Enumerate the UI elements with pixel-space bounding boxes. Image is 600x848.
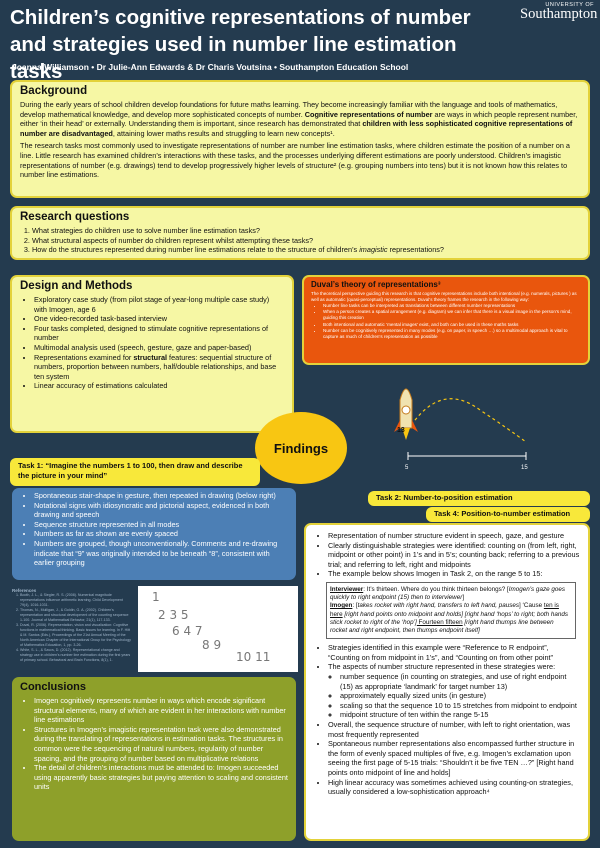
design-methods-section: Design and Methods Exploratory case stud…	[10, 275, 294, 433]
number-line-right-label: 15	[521, 465, 528, 471]
task1-item: Spontaneous stair-shape in gesture, then…	[34, 491, 288, 501]
drawing-row: 6 4 7	[172, 624, 203, 638]
tasks-2-4-item: Strategies identified in this example we…	[328, 643, 580, 662]
duval-section: Duval’s theory of representations³ The t…	[302, 275, 590, 365]
structure-subitem: approximately equally sized units (in ge…	[340, 691, 580, 701]
task1-item: Numbers as far as shown are evenly space…	[34, 529, 288, 539]
duval-item: Number line tasks can be interpreted as …	[323, 303, 581, 309]
background-paragraph-1: During the early years of school childre…	[20, 100, 578, 138]
design-item: Multimodal analysis used (speech, gestur…	[34, 343, 284, 353]
research-question-list: What strategies do children use to solve…	[20, 226, 580, 255]
task1-item: Numbers are grouped, though unconvention…	[34, 539, 288, 568]
research-question-3: How do the structures represented during…	[32, 245, 580, 255]
research-question-2: What structural aspects of number do chi…	[32, 236, 580, 246]
structure-subitem: scaling so that the sequence 10 to 15 st…	[340, 701, 580, 711]
background-heading: Background	[20, 85, 88, 97]
drawing-row: 10 11	[236, 650, 271, 664]
tasks-2-4-list-1: Representation of number structure evide…	[314, 531, 580, 579]
task2-label: Task 2: Number-to-position estimation	[368, 491, 590, 506]
findings-heading: Findings	[273, 440, 329, 456]
task4-label: Task 4: Position-to-number estimation	[426, 507, 590, 522]
tasks-2-4-item: Clearly distinguishable strategies were …	[328, 541, 580, 570]
references-heading: References	[12, 588, 37, 593]
drawing-row: 1	[152, 590, 160, 604]
duval-heading: Duval’s theory of representations³	[311, 280, 441, 289]
tasks-2-4-section: Representation of number structure evide…	[304, 523, 590, 841]
design-item: One video-recorded task-based interview	[34, 314, 284, 324]
drawing-row: 8 9	[202, 638, 222, 652]
child-drawing-image: 1 2 3 5 6 4 7 8 9 10 11	[138, 586, 298, 672]
duval-intro: The theoretical perspective guiding this…	[311, 291, 577, 302]
tasks-2-4-item: High linear accuracy was sometimes achie…	[328, 778, 580, 797]
authors-line: Joanna Williamson • Dr Julie-Ann Edwards…	[12, 62, 409, 72]
rocket-number: 13	[397, 427, 405, 434]
tasks-2-4-item: Representation of number structure evide…	[328, 531, 580, 541]
reference-item: Thomas, N., Mulligan, J., & Goldin, G. A…	[20, 608, 132, 623]
university-logo: UNIVERSITY OF Southampton	[520, 2, 598, 22]
references-section: References Booth, J. L., & Siegler, R. S…	[12, 588, 132, 663]
conclusion-item: Imogen cognitively represents number in …	[34, 696, 288, 725]
tasks-2-4-item: Spontaneous number representations also …	[328, 739, 580, 777]
interview-excerpt: Interviewer: It’s thirteen. Where do you…	[326, 581, 576, 640]
number-line-left-label: 5	[405, 465, 409, 471]
conclusions-heading: Conclusions	[20, 681, 87, 693]
task1-item: Notational signs with idiosyncratic and …	[34, 501, 288, 520]
duval-item: Number can be cognitively represented in…	[323, 328, 581, 340]
rocket-number-line-illustration: 13 5 15	[394, 388, 528, 471]
logo-top-text: UNIVERSITY OF	[545, 2, 594, 8]
tasks-2-4-item: The aspects of number structure represen…	[328, 662, 580, 720]
conclusion-item: Structures in Imogen’s imagistic represe…	[34, 725, 288, 763]
conclusions-section: Conclusions Imogen cognitively represent…	[12, 677, 296, 841]
design-item: Representations examined for structural …	[34, 353, 284, 382]
drawing-row: 2 3 5	[158, 608, 189, 622]
conclusions-list: Imogen cognitively represents number in …	[20, 696, 288, 792]
background-section: Background During the early years of sch…	[10, 80, 590, 198]
tasks-2-4-list-2: Strategies identified in this example we…	[314, 643, 580, 797]
duval-item: When a person creates a spatial arrangem…	[323, 309, 581, 321]
structure-subitem: number sequence (in counting on strategi…	[340, 672, 580, 691]
task1-label: Task 1: “Imagine the numbers 1 to 100, t…	[10, 458, 260, 486]
design-item: Four tasks completed, designed to stimul…	[34, 324, 284, 343]
reference-item: White, S. L., & Szucs, D. (2012). Repres…	[20, 648, 132, 663]
task1-item: Sequence structure represented in all mo…	[34, 520, 288, 530]
research-question-1: What strategies do children use to solve…	[32, 226, 580, 236]
background-paragraph-2: The research tasks most commonly used to…	[20, 141, 570, 180]
design-item: Exploratory case study (from pilot stage…	[34, 295, 284, 314]
task1-list: Spontaneous stair-shape in gesture, then…	[20, 491, 288, 568]
duval-list: Number line tasks can be interpreted as …	[311, 303, 581, 340]
conclusion-item: The detail of children’s interactions mu…	[34, 763, 288, 792]
tasks-2-4-item: Overall, the sequence structure of numbe…	[328, 720, 580, 739]
structure-subitem: midpoint structure of ten within the ran…	[340, 710, 580, 720]
reference-item: Booth, J. L., & Siegler, R. S. (2008). N…	[20, 593, 132, 608]
rocket-icon	[394, 388, 418, 440]
findings-circle: Findings	[255, 412, 347, 484]
design-heading: Design and Methods	[20, 280, 133, 292]
research-questions-section: Research questions What strategies do ch…	[10, 206, 590, 260]
design-list: Exploratory case study (from pilot stage…	[20, 295, 284, 391]
reference-item: Duval, R. (2006). Representation, vision…	[20, 623, 132, 648]
design-item: Linear accuracy of estimations calculate…	[34, 381, 284, 391]
duval-item: Both intentional and automatic ‘mental i…	[323, 322, 581, 328]
hop-arc	[407, 398, 527, 443]
tasks-2-4-item: The example below shows Imogen in Task 2…	[328, 569, 580, 579]
logo-name: Southampton	[520, 6, 598, 22]
research-heading: Research questions	[20, 211, 130, 223]
poster-title: Children’s cognitive representations of …	[10, 6, 471, 83]
task1-section: Spontaneous stair-shape in gesture, then…	[12, 488, 296, 580]
